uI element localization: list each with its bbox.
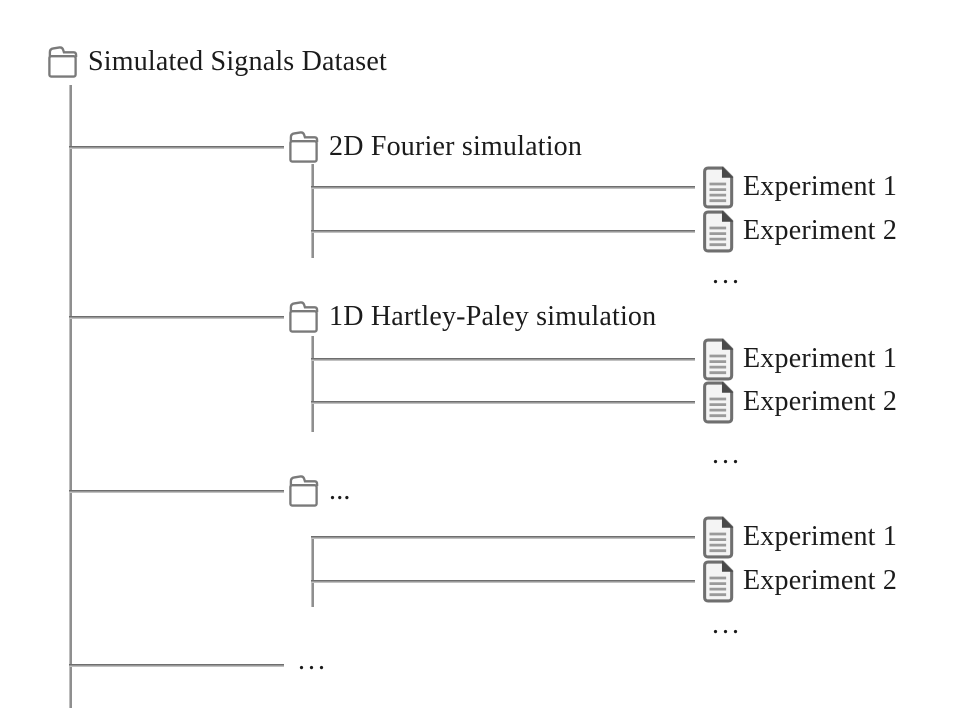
tree-connector-branch-group3 xyxy=(69,490,284,493)
folder-icon xyxy=(289,301,319,333)
tree-connector-group3-stem xyxy=(311,536,314,607)
document-icon xyxy=(703,165,734,208)
tree-connector-group1-stem xyxy=(311,164,314,258)
document-icon xyxy=(703,380,734,423)
tree-node-root: Simulated Signals Dataset xyxy=(46,42,387,82)
tree-node-group1-exp2: Experiment 2 xyxy=(702,209,897,253)
tree-connector-branch-group1 xyxy=(69,146,284,149)
experiment-label: Experiment 2 xyxy=(743,215,898,246)
group-label: 1D Hartley-Paley simulation xyxy=(329,301,657,332)
tree-node-group3: ... xyxy=(287,471,351,511)
tree-connector-branch-group2 xyxy=(69,316,284,319)
experiment-label: Experiment 2 xyxy=(743,565,898,596)
tree-node-group2: 1D Hartley-Paley simulation xyxy=(287,297,656,337)
tree-connector-group2-stem xyxy=(311,336,314,432)
document-icon xyxy=(703,559,734,602)
tree-connector-group3-exp2 xyxy=(311,580,695,583)
tree-connector-group2-exp1 xyxy=(311,358,695,361)
group-label: ... xyxy=(329,475,351,506)
experiment-label: Experiment 1 xyxy=(743,521,898,552)
group-label: 2D Fourier simulation xyxy=(329,131,583,162)
document-icon xyxy=(703,515,734,558)
root-label: Simulated Signals Dataset xyxy=(88,46,387,77)
tree-connector-group2-exp2 xyxy=(311,401,695,404)
group1-more-ellipsis: ... xyxy=(712,259,742,290)
group3-more-ellipsis: ... xyxy=(712,609,742,640)
group2-more-ellipsis: ... xyxy=(712,439,742,470)
folder-icon xyxy=(289,475,319,507)
tree-connector-main-stem xyxy=(69,85,72,708)
tree-node-group3-exp2: Experiment 2 xyxy=(702,559,897,603)
tree-more-groups-ellipsis: ... xyxy=(298,645,328,676)
experiment-label: Experiment 2 xyxy=(743,386,898,417)
tree-connector-branch-more xyxy=(69,664,284,667)
folder-icon xyxy=(48,46,78,78)
tree-node-group2-exp2: Experiment 2 xyxy=(702,380,897,424)
experiment-label: Experiment 1 xyxy=(743,343,898,374)
tree-connector-group1-exp2 xyxy=(311,230,695,233)
tree-connector-group3-exp1 xyxy=(311,536,695,539)
tree-node-group1-exp1: Experiment 1 xyxy=(702,165,897,209)
document-icon xyxy=(703,209,734,252)
tree-node-group3-exp1: Experiment 1 xyxy=(702,515,897,559)
tree-node-group1: 2D Fourier simulation xyxy=(287,127,582,167)
folder-icon xyxy=(289,131,319,163)
tree-connector-group1-exp1 xyxy=(311,186,695,189)
experiment-label: Experiment 1 xyxy=(743,171,898,202)
tree-node-group2-exp1: Experiment 1 xyxy=(702,337,897,381)
document-icon xyxy=(703,337,734,380)
